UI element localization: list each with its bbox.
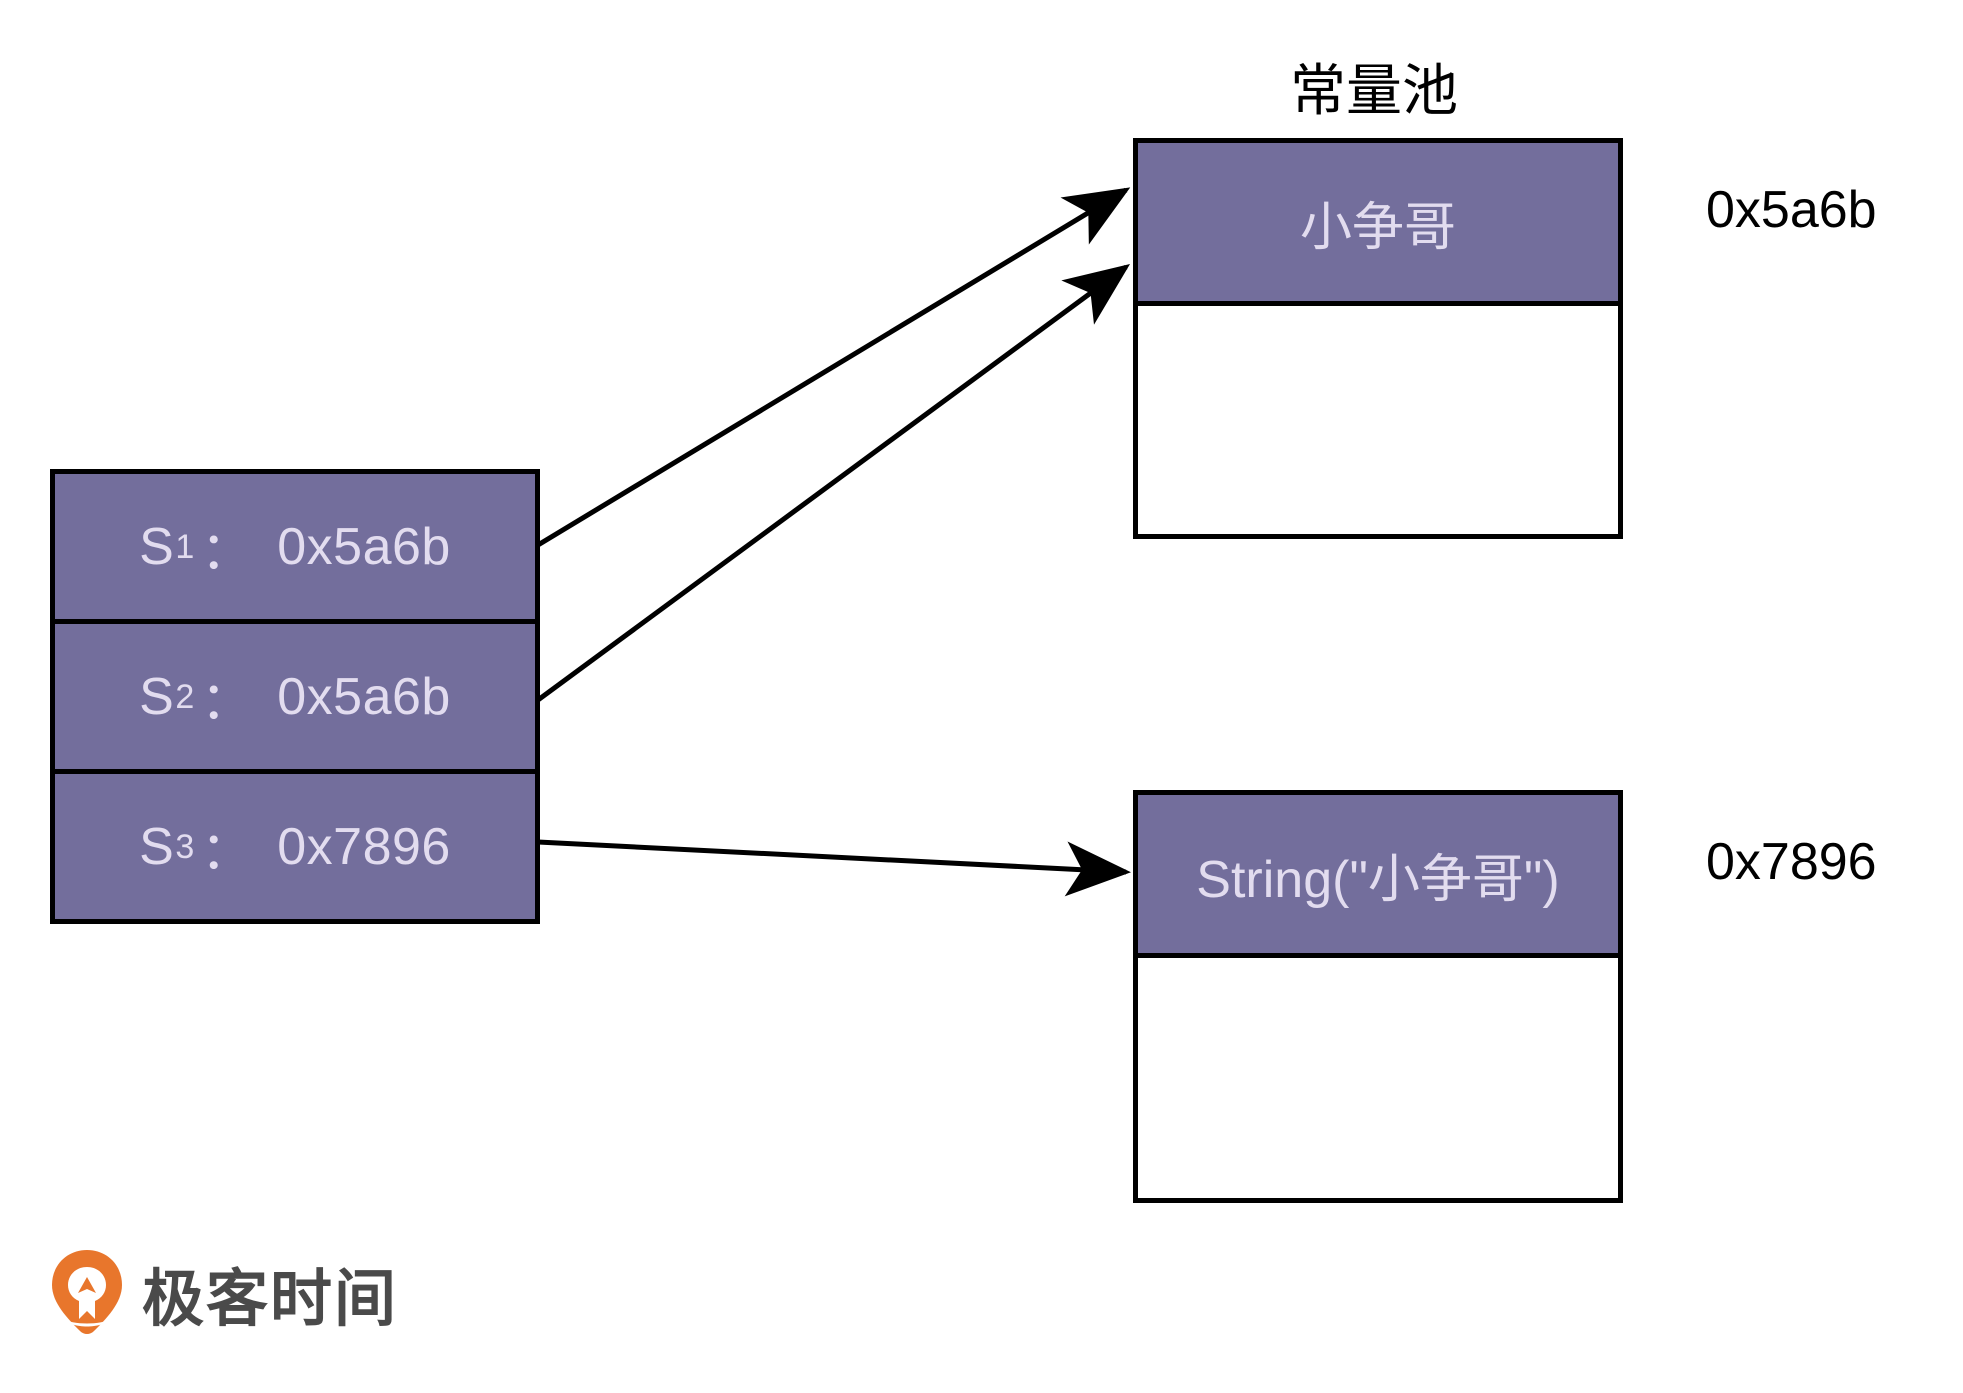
variable-value: 0x7896 [277,817,451,876]
variable-separator: ： [200,673,254,731]
variable-value: 0x5a6b [277,667,451,726]
arrow-s2-to-pool-entry-1 [536,264,1131,703]
geektime-logo-text: 极客时间 [142,1265,399,1334]
variable-name: S [139,817,175,876]
constant-pool-entry-label: 小争哥 [1138,143,1618,306]
geektime-pin-icon [50,1249,124,1337]
constant-pool-entry-label: String("小争哥") [1138,795,1618,958]
arrow-s3-to-pool-entry-2 [537,839,1131,897]
constant-pool-entry-1: 小争哥 [1133,138,1623,539]
variable-separator: ： [200,823,254,881]
variable-value: 0x5a6b [277,517,451,576]
constant-pool-entry-2: String("小争哥") [1133,790,1623,1203]
constant-pool-entry-address: 0x5a6b [1706,181,1877,239]
arrow-s1-to-pool-entry-1 [536,187,1131,548]
constant-pool-entry-address: 0x7896 [1706,833,1877,891]
variable-name: S [139,517,175,576]
constant-pool-title: 常量池 [1290,59,1458,122]
constant-pool-entry-body [1138,958,1618,1198]
geektime-watermark: 极客时间 [50,1248,398,1338]
variable-name: S [139,667,175,726]
variable-separator: ： [200,523,254,581]
constant-pool-entry-body [1138,306,1618,534]
